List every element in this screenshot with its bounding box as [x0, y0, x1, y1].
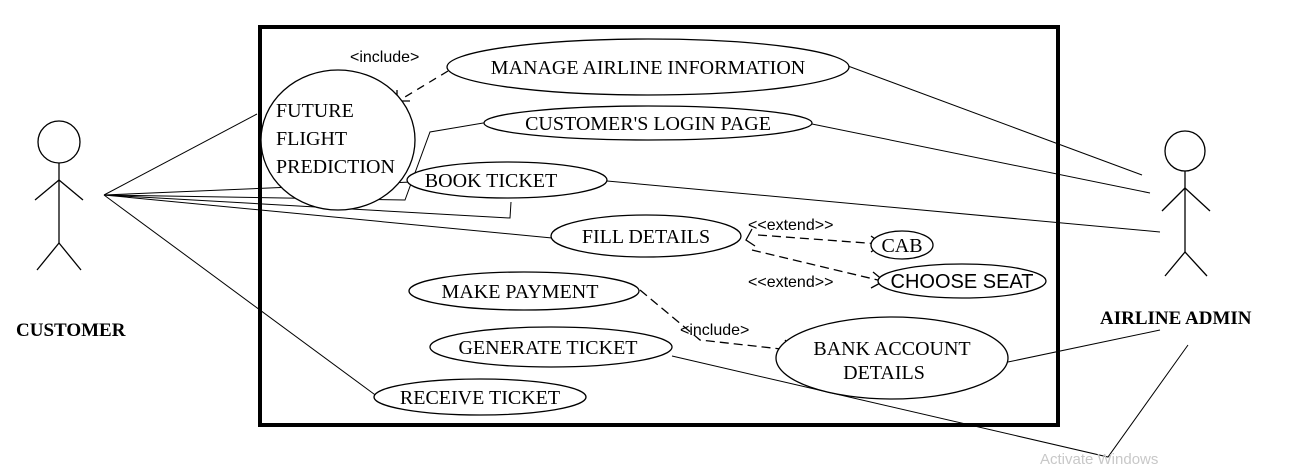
use-case-bank-account-details-line1: BANK ACCOUNT [813, 338, 970, 360]
airline-admin-actor [1161, 130, 1211, 277]
use-case-choose-seat [877, 263, 1047, 299]
customer-label: CUSTOMER [16, 320, 126, 341]
use-case-book-ticket-label: BOOK TICKET [425, 170, 557, 192]
use-case-manage-airline-information-label: MANAGE AIRLINE INFORMATION [491, 57, 805, 79]
use-case-fill-details-label: FILL DETAILS [582, 226, 710, 248]
use-case-cab [870, 230, 934, 260]
include-label-top: <include> [350, 49, 419, 66]
use-case-customers-login-page [483, 105, 813, 141]
customer-actor [34, 120, 84, 271]
use-case-bank-account-details-line2: DETAILS [843, 362, 925, 384]
use-case-cab-label: CAB [881, 235, 922, 257]
use-case-future-flight-prediction-line2: FLIGHT [276, 128, 347, 150]
use-case-manage-airline-information [446, 38, 850, 96]
system-boundary [258, 25, 1060, 427]
use-case-generate-ticket [429, 326, 673, 368]
airline-admin-label: AIRLINE ADMIN [1100, 308, 1252, 329]
use-case-future-flight-prediction [260, 69, 416, 211]
extend-label-seat: <<extend>> [748, 274, 833, 291]
use-case-customers-login-page-label: CUSTOMER'S LOGIN PAGE [525, 113, 771, 135]
use-case-future-flight-prediction-line1: FUTURE [276, 100, 354, 122]
use-case-fill-details [550, 214, 742, 258]
use-case-future-flight-prediction-line3: PREDICTION [276, 156, 395, 178]
use-case-choose-seat-label: CHOOSE SEAT [891, 271, 1034, 293]
use-case-book-ticket [406, 161, 608, 199]
activate-windows-watermark: Activate Windows [1040, 451, 1158, 468]
use-case-receive-ticket-label: RECEIVE TICKET [400, 387, 560, 409]
use-case-bank-account-details [775, 316, 1009, 400]
use-case-generate-ticket-label: GENERATE TICKET [458, 337, 637, 359]
use-case-receive-ticket [373, 378, 587, 416]
use-case-make-payment [408, 271, 640, 311]
extend-label-cab: <<extend>> [748, 217, 833, 234]
use-case-make-payment-label: MAKE PAYMENT [442, 281, 599, 303]
include-label-payment: <include> [680, 322, 749, 339]
